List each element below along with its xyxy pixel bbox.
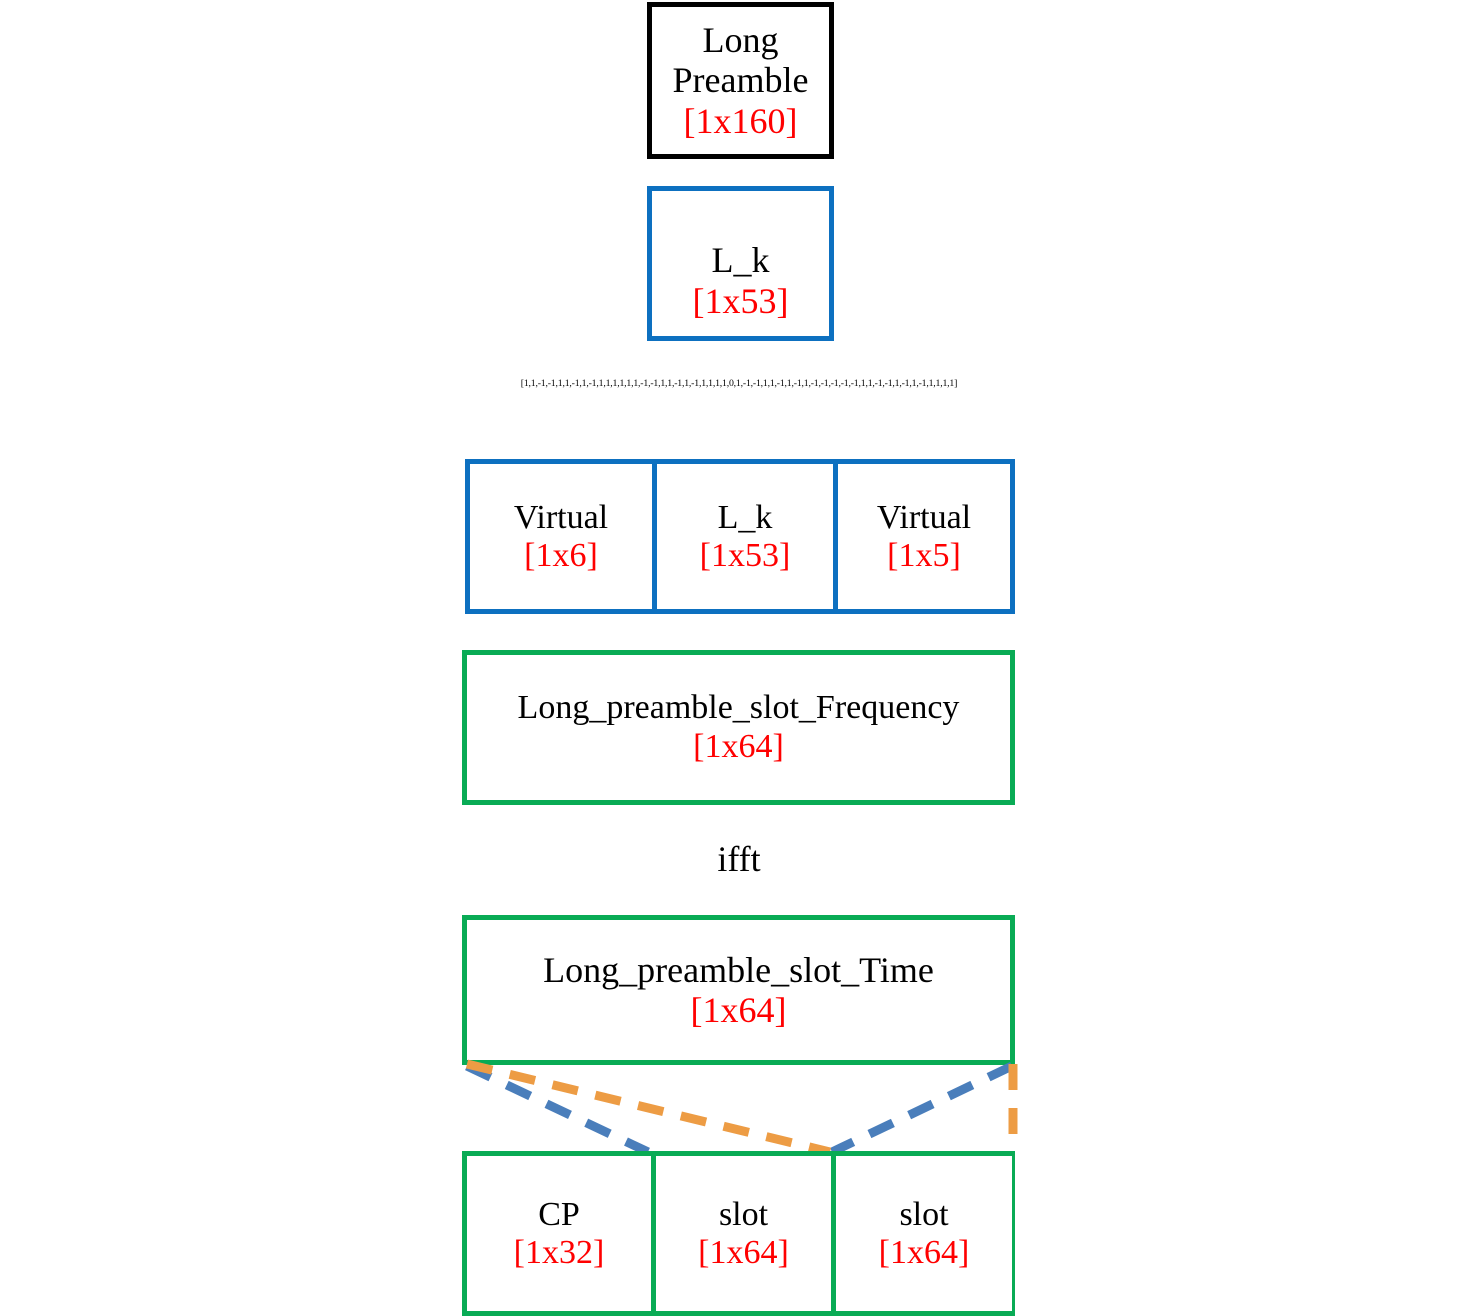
connector-orange-left: [465, 1059, 832, 1157]
long-preamble-dimension: [1x160]: [683, 100, 798, 141]
frequency-allocation-row: Virtual [1x6] L_k [1x53] Virtual [1x5]: [465, 459, 1015, 614]
lk-label: L_k: [711, 240, 770, 281]
long-preamble-box: Long Preamble [1x160]: [647, 2, 834, 159]
lk-box: L_k [1x53]: [647, 186, 834, 341]
cp-dimension: [1x32]: [513, 1233, 605, 1271]
lk-dimension: [1x53]: [692, 280, 789, 321]
cp-cell: CP [1x32]: [467, 1156, 651, 1311]
long-preamble-slot-frequency-label: Long_preamble_slot_Frequency: [517, 689, 960, 727]
virtual-right-label: Virtual: [876, 498, 972, 536]
long-preamble-slot-time-box: Long_preamble_slot_Time [1x64]: [462, 915, 1015, 1065]
cp-label: CP: [538, 1195, 580, 1233]
long-preamble-label-line2: Preamble: [672, 60, 809, 101]
time-slot-row: CP [1x32] slot [1x64] slot [1x64]: [462, 1151, 1015, 1316]
virtual-left-dimension: [1x6]: [524, 536, 598, 574]
ifft-operation-label: ifft: [717, 839, 761, 879]
lk-center-dimension: [1x53]: [699, 536, 791, 574]
long-preamble-slot-frequency-box: Long_preamble_slot_Frequency [1x64]: [462, 650, 1015, 805]
connector-blue-left: [465, 1061, 650, 1157]
slot-1-cell: slot [1x64]: [651, 1156, 831, 1311]
lk-center-label: L_k: [717, 498, 773, 536]
slot-2-cell: slot [1x64]: [831, 1156, 1012, 1311]
long-preamble-label-line1: Long: [702, 20, 779, 61]
lk-center-cell: L_k [1x53]: [652, 464, 833, 609]
connector-blue-right: [830, 1061, 1014, 1157]
slot-2-dimension: [1x64]: [878, 1233, 970, 1271]
virtual-left-label: Virtual: [513, 498, 609, 536]
slot-1-label: slot: [718, 1195, 769, 1233]
long-preamble-slot-time-dimension: [1x64]: [690, 990, 787, 1030]
lk-vector-values: [1,1,-1,-1,1,1,-1,1,-1,1,1,1,1,1,1,-1,-1…: [520, 378, 958, 389]
slot-2-label: slot: [899, 1195, 949, 1233]
slot-1-dimension: [1x64]: [698, 1233, 789, 1271]
long-preamble-slot-time-label: Long_preamble_slot_Time: [543, 949, 934, 990]
virtual-left-cell: Virtual [1x6]: [470, 464, 652, 609]
virtual-right-dimension: [1x5]: [887, 536, 961, 574]
virtual-right-cell: Virtual [1x5]: [833, 464, 1010, 609]
long-preamble-slot-frequency-dimension: [1x64]: [693, 727, 784, 765]
